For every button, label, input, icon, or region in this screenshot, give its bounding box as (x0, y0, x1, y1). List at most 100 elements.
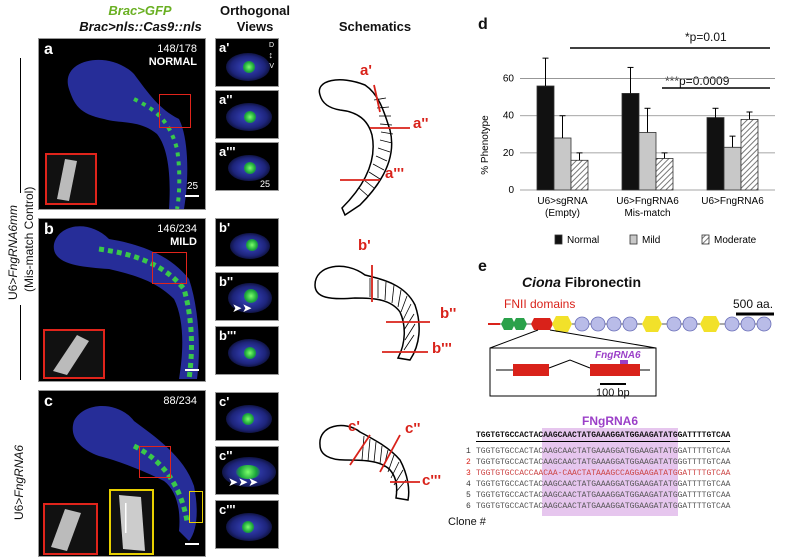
schematic-label-b1: b' (358, 237, 371, 254)
legend-label: Normal (567, 235, 599, 246)
significance-1: *p=0.01 (685, 30, 727, 44)
bar (723, 146, 742, 191)
scalebar-b (185, 369, 199, 371)
scale-aa-label: 500 aa. (733, 297, 774, 311)
ortho-b2: b'' ➤➤ (215, 272, 279, 321)
bp-scale-label: 100 bp (596, 387, 630, 399)
roi-box-a (159, 94, 191, 128)
ortho-a1: a' D ↕ V (215, 38, 279, 87)
reference-sequence: TGGTGTGCCACTACAAGCAACTATGAAAGGATGGAAGATA… (476, 431, 731, 442)
schematic-label-b2: b'' (440, 305, 457, 322)
schematic-label-c3: c''' (422, 472, 442, 489)
bar (553, 137, 572, 191)
embryo-image-c: c 88/234 (38, 390, 206, 557)
schematic-label-a1: a' (360, 62, 372, 79)
schematic-label-a2: a'' (413, 115, 429, 132)
orthogonal-header: Orthogonal (219, 3, 291, 18)
bar (706, 117, 725, 191)
fnii-label: FNII domains (504, 297, 576, 311)
bracket-line-bottom (20, 305, 21, 380)
ortho-scale-text: 25 (259, 179, 270, 189)
axis-d-label: D (268, 42, 274, 49)
bracket-line-top (20, 58, 21, 193)
x-tick-label: U6>FngRNA6 (701, 196, 764, 207)
panel-letter-e: e (478, 258, 487, 275)
embryo-image-a: a 148/178 NORMAL 25 (38, 38, 206, 210)
panel-letter-a: a (44, 41, 53, 58)
inset-b (43, 329, 105, 379)
count-b: 146/234 (157, 223, 197, 235)
embryo-image-b: b 146/234 MILD (38, 218, 206, 382)
fibronectin-title: Ciona Fibronectin (522, 274, 642, 290)
legend-swatch (629, 234, 638, 245)
side-label-fngrna6: U6>FngRNA6 (12, 444, 26, 520)
dv-arrow-icon: ↕ (268, 50, 274, 60)
count-a: 148/178 (157, 43, 197, 55)
schematic-label-b3: b''' (432, 340, 452, 357)
chart-x-labels: U6>sgRNA(Empty)U6>FngRNA6Mis-matchU6>Fng… (537, 196, 764, 219)
x-tick-label: U6>sgRNA (537, 196, 588, 207)
phenotype-a: NORMAL (148, 56, 197, 68)
brac-cas9-header: Brac>nls::Cas9::nls (79, 19, 202, 34)
roi-box-c (139, 446, 171, 478)
roi-box-c-yellow (189, 491, 203, 523)
grna-highlight (542, 428, 678, 516)
scalebar-a (185, 195, 199, 197)
panel-letter-b: b (44, 221, 54, 238)
inset-c-yellow (109, 489, 154, 555)
x-tick-label: U6>FngRNA6 (616, 196, 679, 207)
scalebar-c (185, 543, 199, 545)
y-tick-label: 0 (508, 185, 514, 196)
ortho-a3: a''' 25 (215, 142, 279, 191)
count-c: 88/234 (163, 395, 197, 407)
y-tick-label: 20 (503, 148, 515, 159)
side-label-mismatch-sub: (Mis-match Control) (22, 186, 36, 292)
inset-a (45, 153, 97, 205)
panel-letter-c: c (44, 393, 53, 410)
legend-label: Moderate (714, 235, 757, 246)
schematic-label-c2: c'' (405, 420, 421, 437)
ortho-c2: c'' ➤➤➤ (215, 446, 279, 495)
chart-y-ticks: 0 20 40 60 (503, 74, 515, 196)
legend-label: Mild (642, 235, 660, 246)
schematics-header: Schematics (338, 19, 412, 34)
ortho-b3: b''' (215, 326, 279, 375)
x-tick-label: (Empty) (545, 208, 580, 219)
ortho-a2: a'' (215, 90, 279, 139)
schematic-label-c1: c' (348, 418, 360, 435)
side-label-mismatch: U6>FngRNA6mm (6, 204, 20, 300)
panel-letter-d: d (478, 16, 488, 33)
y-tick-label: 40 (503, 111, 515, 122)
views-header: Views (236, 19, 274, 34)
legend-swatch (701, 234, 710, 245)
y-axis-label: % Phenotype (480, 115, 491, 175)
scale-text-a: 25 (187, 181, 199, 192)
roi-box-b (152, 252, 187, 284)
domain-diagram (488, 312, 774, 397)
phenotype-b: MILD (170, 236, 197, 248)
significance-2: ***p=0.0009 (665, 74, 730, 88)
brac-gfp-header: Brac>GFP (108, 3, 172, 18)
seq-title: FNgRNA6 (582, 414, 638, 428)
x-tick-label: Mis-match (624, 208, 670, 219)
ortho-b1: b' (215, 218, 279, 267)
bar (621, 93, 640, 191)
chart-significance-lines (570, 47, 770, 89)
inset-c-red (43, 503, 98, 555)
bar (536, 85, 555, 191)
ortho-c1: c' (215, 392, 279, 441)
bar (638, 132, 657, 191)
y-tick-label: 60 (503, 74, 515, 85)
chart-legend: Normal Mild Moderate (554, 234, 757, 246)
arrowhead-icon: ➤➤ (232, 301, 253, 315)
ortho-c3: c''' (215, 500, 279, 549)
axis-v-label: V (269, 63, 274, 70)
schematic-label-a3: a''' (385, 165, 405, 182)
